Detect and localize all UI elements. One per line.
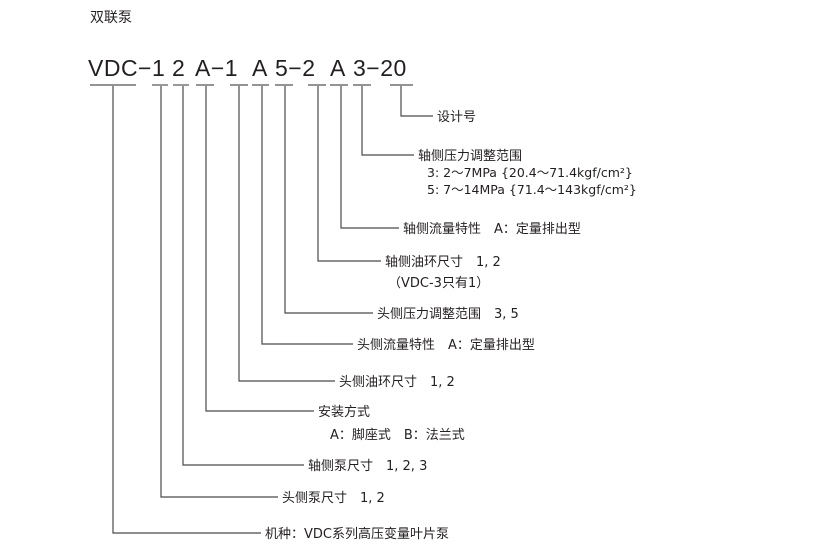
- model-code-part: VDC−1: [88, 55, 165, 81]
- label-shaft-pump-size: 轴侧泵尺寸 1, 2, 3: [308, 459, 427, 474]
- model-code-part: 2: [172, 55, 185, 81]
- model-code-part: A: [252, 55, 268, 81]
- leader-lines: [112, 86, 433, 534]
- label-shaft-ring: 轴侧油环尺寸 1, 2: [385, 255, 501, 270]
- model-code-part: A: [330, 55, 346, 81]
- model-code-part: 3−20: [353, 55, 407, 81]
- label-shaft-ring-note: （VDC-3只有1）: [388, 276, 489, 291]
- model-code-part: 5−2: [275, 55, 316, 81]
- label-head-pump-size: 头侧泵尺寸 1, 2: [282, 491, 385, 506]
- label-head-ring: 头侧油环尺寸 1, 2: [339, 375, 455, 390]
- model-code-part: A−1: [195, 55, 238, 81]
- label-head-flow: 头侧流量特性 A：定量排出型: [357, 338, 535, 353]
- label-shaft-pressure: 轴侧压力调整范围: [418, 149, 522, 164]
- label-shaft-pressure-opt3: 3: 2〜7MPa {20.4〜71.4kgf/cm²}: [427, 165, 633, 180]
- label-shaft-pressure-opt5: 5: 7〜14MPa {71.4〜143kgf/cm²}: [427, 182, 637, 197]
- diagram-title: 双联泵: [90, 10, 132, 26]
- label-mounting: 安装方式: [318, 404, 370, 420]
- label-series: 机种：VDC系列高压变量叶片泵: [265, 526, 449, 542]
- label-design-no: 设计号: [437, 110, 476, 125]
- label-shaft-flow: 轴侧流量特性 A：定量排出型: [403, 222, 581, 237]
- label-head-pressure: 头侧压力调整范围 3, 5: [377, 307, 519, 322]
- label-mounting-options: A：脚座式 B：法兰式: [330, 427, 465, 443]
